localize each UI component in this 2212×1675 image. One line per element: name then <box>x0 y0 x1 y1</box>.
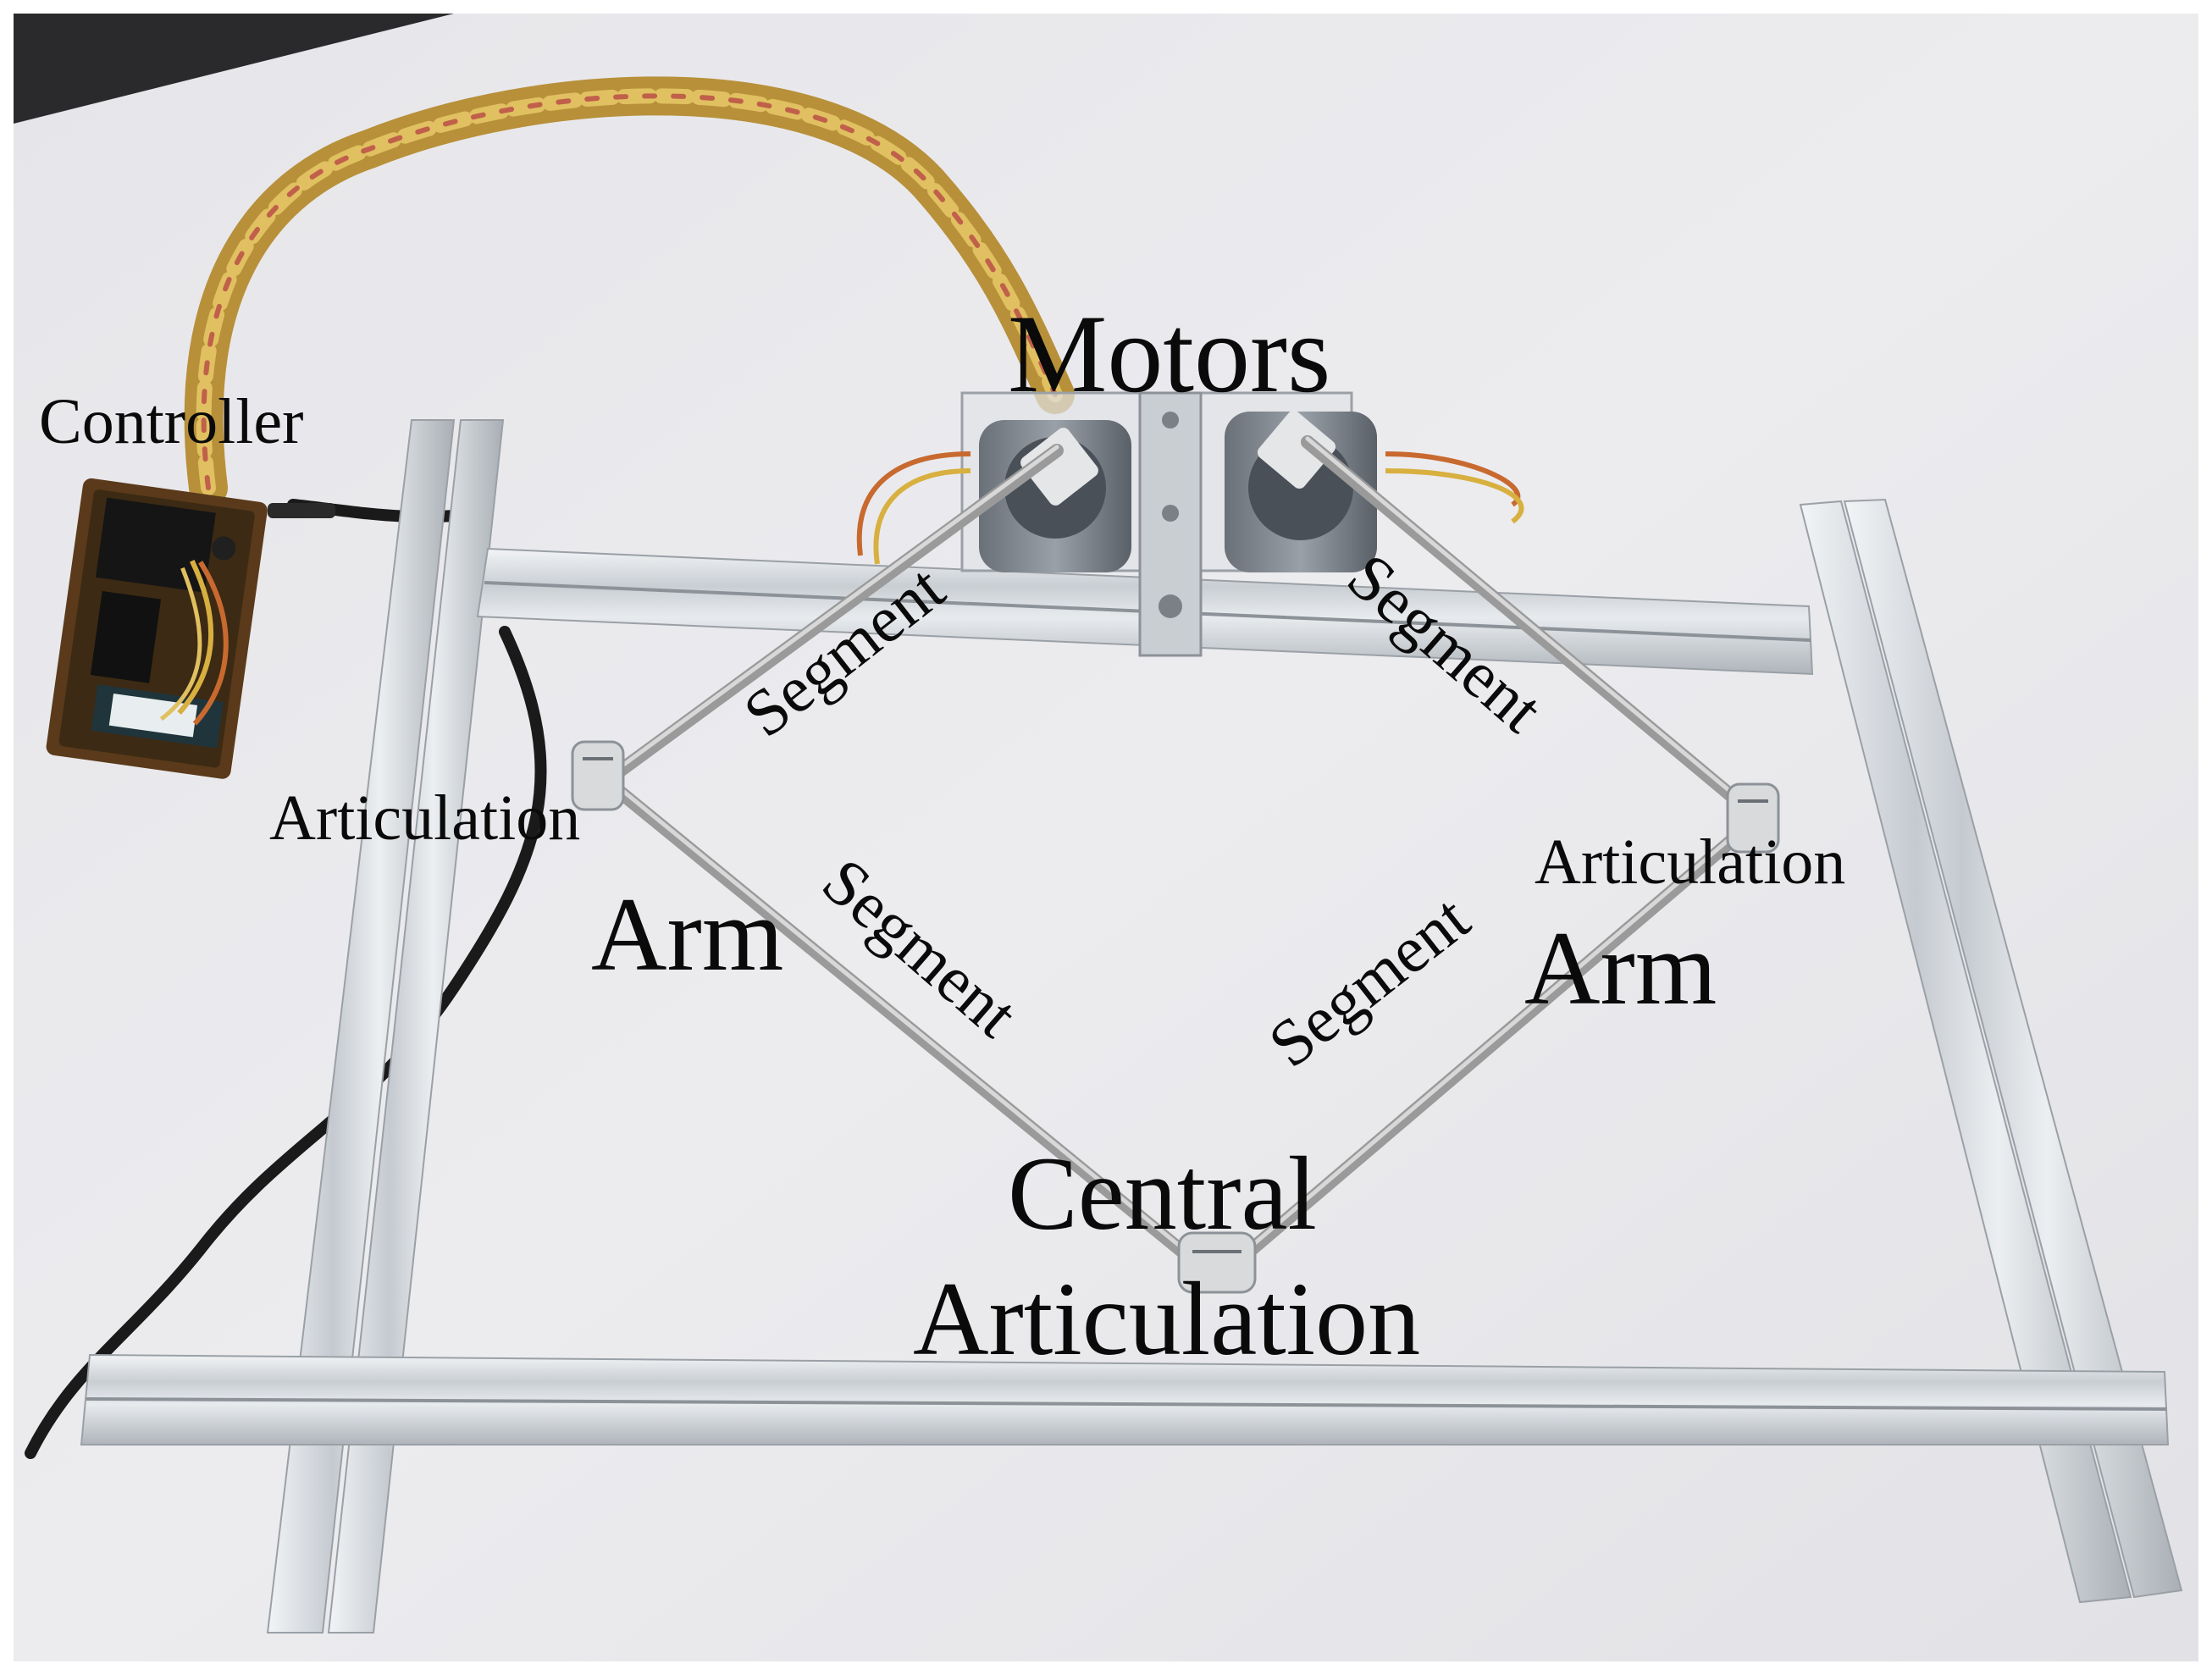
joint-central <box>1177 1231 1257 1294</box>
bottom-rail <box>80 1353 2170 1446</box>
motor-right <box>1225 410 1377 572</box>
label-arm-left: Arm <box>591 876 784 992</box>
label-arm-right: Arm <box>1524 910 1717 1026</box>
joint-right <box>1726 782 1780 854</box>
right-rail <box>1799 500 2132 1604</box>
rod-upper-left <box>600 444 1064 788</box>
label-controller: Controller <box>39 386 304 457</box>
controller-board <box>46 478 268 779</box>
rod-upper-right <box>1301 435 1765 825</box>
rod-lower-right <box>1226 811 1765 1272</box>
joint-left <box>571 740 625 811</box>
label-articulation-right: Articulation <box>1535 826 1846 898</box>
label-central-articulation-line1: Central <box>1008 1136 1317 1252</box>
rod-lower-left <box>600 774 1206 1272</box>
label-motors: Motors <box>1008 291 1331 416</box>
label-central-articulation-line2: Articulation <box>913 1261 1421 1377</box>
left-rail <box>266 419 456 1634</box>
photo-plotter-setup <box>14 14 2198 1661</box>
background-dark-corner <box>14 14 454 124</box>
label-articulation-left: Articulation <box>269 782 581 854</box>
motor-wires-left <box>856 451 971 556</box>
power-plug <box>268 503 335 518</box>
